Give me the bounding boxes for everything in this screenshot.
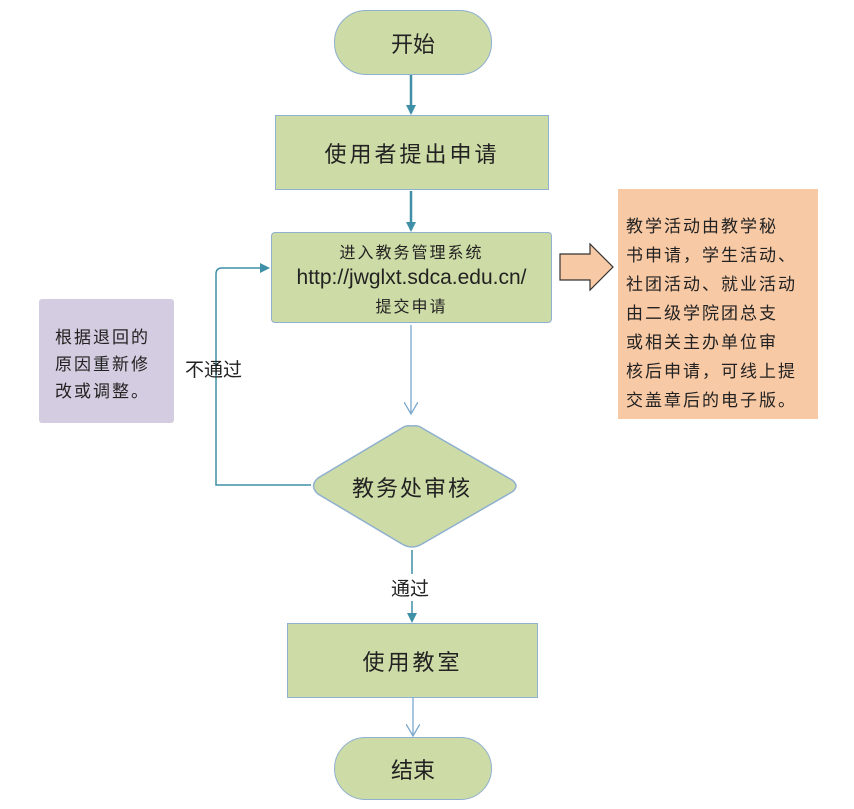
start-label: 开始 (390, 32, 435, 58)
submit-request-node: 使用者提出申请 (275, 115, 549, 190)
note-line: 根据退回的 (55, 328, 150, 348)
note-line: 或相关主办单位审 (626, 333, 778, 353)
start-node: 开始 (334, 10, 492, 75)
note-revise: 根据退回的 原因重新修 改或调整。 (39, 299, 174, 423)
right-block-arrow-icon (559, 242, 614, 292)
note-approval-rules: 教学活动由教学秘 书申请，学生活动、 社团活动、就业活动 由二级学院团总支 或相… (618, 189, 818, 419)
reject-label: 不通过 (185, 359, 243, 381)
system-line1: 进入教务管理系统 (339, 242, 484, 262)
note-line: 教学活动由教学秘 (626, 217, 778, 237)
system-line3: 提交申请 (375, 296, 448, 316)
note-line: 原因重新修 (55, 355, 150, 375)
review-label: 教务处审核 (352, 477, 473, 502)
end-label: 结束 (390, 758, 435, 784)
end-node: 结束 (334, 737, 492, 800)
note-line: 书申请，学生活动、 (626, 246, 797, 266)
note-line: 核后申请，可线上提 (626, 362, 797, 382)
arrow-reject-loop (215, 263, 311, 486)
note-line: 改或调整。 (55, 382, 150, 402)
submit-request-label: 使用者提出申请 (324, 142, 500, 168)
pass-label: 通过 (391, 574, 430, 601)
use-classroom-label: 使用教室 (362, 650, 463, 676)
note-line: 由二级学院团总支 (626, 304, 778, 324)
use-classroom-node: 使用教室 (287, 623, 538, 698)
note-line: 交盖章后的电子版。 (626, 391, 797, 411)
note-line: 社团活动、就业活动 (626, 275, 797, 295)
review-diamond (312, 425, 517, 548)
system-node: 进入教务管理系统 http://jwglxt.sdca.edu.cn/ 提交申请 (271, 232, 552, 323)
system-url: http://jwglxt.sdca.edu.cn/ (296, 265, 527, 289)
